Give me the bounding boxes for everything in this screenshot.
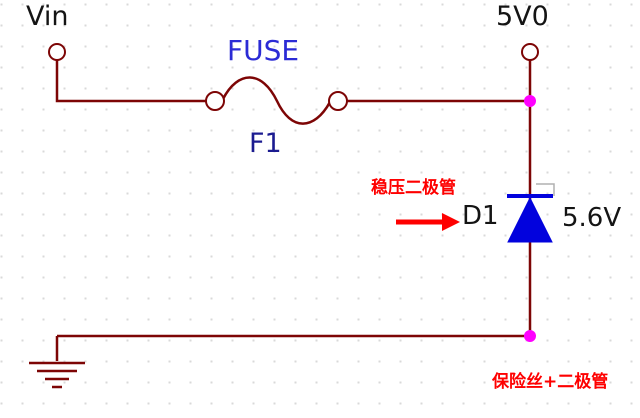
- fuse-symbol: [205, 76, 348, 125]
- fuse-pad-left: [205, 91, 225, 111]
- diode-ref-label: D1: [462, 201, 499, 231]
- terminal-pin-vin: [48, 43, 66, 61]
- wires: [55, 60, 532, 361]
- fuse-ref-label: F1: [249, 128, 282, 159]
- diode-triangle: [507, 196, 553, 243]
- fuse-wave: [221, 76, 332, 125]
- diode-value-label: 5.6V: [562, 203, 622, 233]
- junction-dot-bottom: [524, 330, 536, 342]
- bottom-annotation: 保险丝+二极管: [492, 372, 609, 392]
- vout-net-label: 5V0: [496, 1, 549, 32]
- junction-dot-top: [524, 95, 536, 107]
- ground-symbol: [29, 361, 85, 389]
- terminal-pin-vout: [521, 43, 539, 61]
- vin-net-label: Vin: [26, 1, 69, 32]
- wire-vin-to-fuse: [55, 60, 206, 103]
- fuse-pad-right: [328, 91, 348, 111]
- fuse-name-label: FUSE: [227, 34, 300, 67]
- arrow-head: [442, 213, 460, 231]
- zener-bracket: [536, 183, 555, 196]
- arrow-right-icon: [396, 213, 460, 231]
- zener-diode-symbol: [507, 183, 555, 243]
- zener-annotation: 稳压二极管: [371, 178, 456, 198]
